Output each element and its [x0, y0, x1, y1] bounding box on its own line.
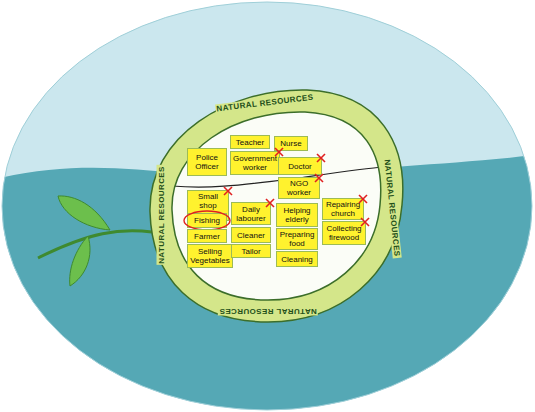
- note-text: Repairing church: [325, 200, 361, 218]
- sticky-note: Teacher: [230, 135, 270, 149]
- sticky-note: Daily labourer: [231, 202, 271, 225]
- sticky-note: Cleaning: [276, 251, 318, 267]
- sticky-note: Repairing church: [322, 198, 364, 220]
- note-text: Fishing: [194, 216, 220, 225]
- sticky-note: Nurse: [274, 136, 308, 151]
- note-text: Teacher: [236, 138, 264, 147]
- note-text: Tailor: [241, 247, 260, 256]
- sticky-note: Preparing food: [276, 228, 318, 250]
- note-text: Preparing food: [279, 230, 315, 248]
- leaf-band: NATURAL RESOURCESNATURAL RESOURCESNATURA…: [148, 86, 410, 326]
- sticky-note: Cleaner: [231, 227, 271, 243]
- cross-mark: [316, 153, 326, 163]
- note-text: Farmer: [194, 232, 220, 241]
- note-text: NGO worker: [281, 179, 317, 197]
- note-text: Government worker: [233, 154, 277, 172]
- note-text: Helping elderly: [279, 206, 315, 224]
- note-text: Nurse: [280, 139, 301, 148]
- note-text: Daily labourer: [234, 205, 268, 223]
- cross-mark: [265, 198, 275, 208]
- sticky-note: Government worker: [230, 151, 280, 175]
- sticky-note: Tailor: [231, 244, 271, 258]
- note-text: Selling Vegetables: [190, 247, 230, 265]
- sticky-note: Helping elderly: [276, 203, 318, 227]
- sticky-note: Selling Vegetables: [187, 244, 233, 268]
- band-label: NATURAL RESOURCES: [218, 307, 318, 316]
- sticky-note: Police Officer: [187, 148, 227, 176]
- band-label: NATURAL RESOURCES: [157, 165, 166, 265]
- sticky-note: Farmer: [187, 229, 227, 243]
- note-text: Cleaner: [237, 231, 265, 240]
- cross-mark: [223, 186, 233, 196]
- sticky-note: Fishing: [187, 213, 227, 228]
- sticky-note: Doctor: [278, 157, 322, 175]
- note-text: Collecting firewood: [325, 224, 363, 242]
- note-text: Police Officer: [190, 153, 224, 171]
- sticky-note: Collecting firewood: [322, 221, 366, 245]
- note-text: Doctor: [288, 162, 312, 171]
- sticky-note: NGO worker: [278, 177, 320, 199]
- note-text: Cleaning: [281, 255, 313, 264]
